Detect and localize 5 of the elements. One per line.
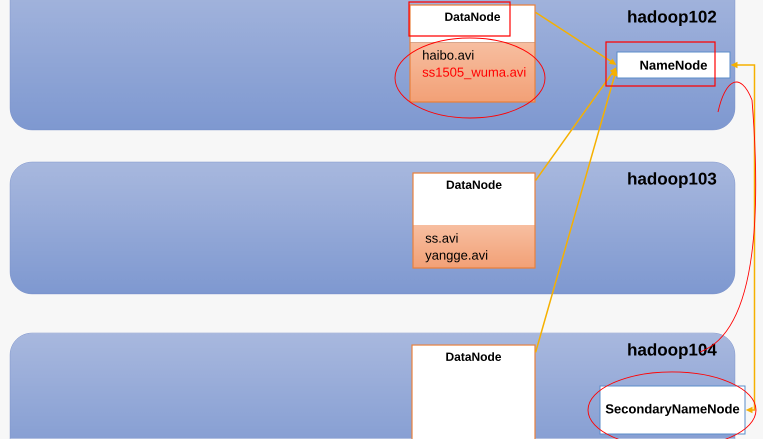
datanode-box: DataNode — [411, 344, 536, 439]
datanode-box: DataNode haibo.avi ss1505_wuma.avi — [409, 4, 536, 103]
datanode-box: DataNode ss.avi yangge.avi — [412, 172, 536, 269]
process-box: NameNode — [616, 52, 730, 78]
process-box: SecondaryNameNode — [600, 385, 746, 434]
